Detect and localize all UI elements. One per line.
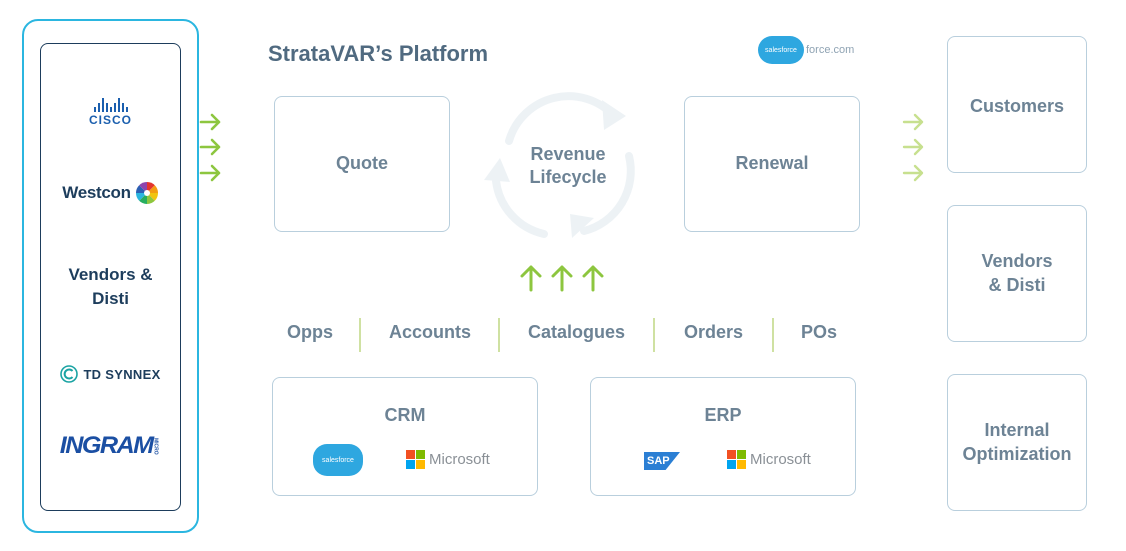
lifecycle-cycle-icon	[484, 92, 635, 238]
ingram-logo: INGRAM MICRO	[40, 432, 181, 460]
renewal-box: Renewal	[684, 96, 860, 232]
cisco-bars-icon	[40, 98, 181, 112]
quote-label: Quote	[336, 153, 388, 173]
cisco-logo: CISCO	[40, 98, 181, 127]
data-item-orders: Orders	[684, 322, 744, 342]
data-item-pos: POs	[801, 322, 838, 342]
microsoft-wordmark: Microsoft	[429, 451, 490, 468]
microsoft-wordmark: Microsoft	[750, 451, 811, 468]
internal-line2: Optimization	[962, 444, 1072, 464]
force-com-text: force.com	[806, 44, 855, 56]
td-synnex-wordmark: TD SYNNEX	[83, 366, 161, 382]
sap-logo-icon: SAP	[644, 452, 680, 470]
erp-box: ERP SAP Microsoft	[590, 377, 856, 496]
quote-box: Quote	[274, 96, 450, 232]
customers-box: Customers	[947, 36, 1087, 173]
cisco-wordmark: CISCO	[88, 113, 132, 127]
vendors-disti-label: Vendors & Disti	[40, 263, 181, 311]
revenue-lifecycle-label: Revenue Lifecycle	[500, 143, 636, 189]
vendors-right-line2: & Disti	[988, 275, 1046, 295]
inbound-arrows-icon	[199, 113, 221, 182]
microsoft-windows-icon	[406, 450, 425, 469]
microsoft-logo: Microsoft	[406, 450, 490, 469]
divider	[359, 318, 361, 352]
data-item-catalogues: Catalogues	[528, 322, 626, 342]
data-item-accounts: Accounts	[389, 322, 472, 342]
lifecycle-line1: Revenue	[530, 144, 606, 164]
ingram-wordmark: INGRAM	[60, 432, 154, 459]
westcon-pinwheel-icon	[135, 181, 158, 205]
divider	[498, 318, 500, 352]
td-synnex-c-icon	[60, 365, 79, 383]
salesforce-force-badge: salesforce force.com	[758, 36, 854, 64]
vendors-panel-inner	[40, 43, 181, 511]
vendors-label-line2: Disti	[92, 289, 129, 308]
ingram-micro-sub: MICRO	[152, 437, 159, 455]
internal-line1: Internal	[984, 420, 1050, 440]
microsoft-windows-icon	[727, 450, 746, 469]
microsoft-logo: Microsoft	[727, 450, 811, 469]
internal-optimization-box: Internal Optimization	[947, 374, 1087, 511]
platform-title: StrataVAR’s Platform	[268, 41, 489, 66]
divider	[653, 318, 655, 352]
customers-label: Customers	[969, 96, 1065, 116]
westcon-wordmark: Westcon	[62, 183, 131, 202]
internal-optimization-label: Internal Optimization	[948, 418, 1086, 466]
vendors-label-line1: Vendors &	[68, 265, 153, 284]
vendors-disti-box: Vendors & Disti	[947, 205, 1087, 342]
salesforce-cloud-icon: salesforce	[758, 36, 804, 64]
vendors-right-line1: Vendors	[981, 251, 1053, 271]
vendors-panel-outer	[22, 19, 199, 533]
salesforce-logo-icon: salesforce	[313, 444, 363, 476]
crm-title: CRM	[384, 405, 426, 425]
upward-arrows-icon	[520, 265, 604, 292]
erp-title: ERP	[704, 405, 742, 425]
crm-box: CRM salesforce Microsoft	[272, 377, 538, 496]
renewal-label: Renewal	[735, 153, 809, 173]
divider	[772, 318, 774, 352]
data-item-opps: Opps	[287, 322, 334, 342]
westcon-logo: Westcon	[40, 181, 181, 205]
lifecycle-line2: Lifecycle	[529, 167, 607, 187]
outbound-arrows-icon	[902, 113, 924, 182]
td-synnex-logo: TD SYNNEX	[40, 365, 181, 383]
vendors-disti-right-label: Vendors & Disti	[948, 249, 1086, 297]
